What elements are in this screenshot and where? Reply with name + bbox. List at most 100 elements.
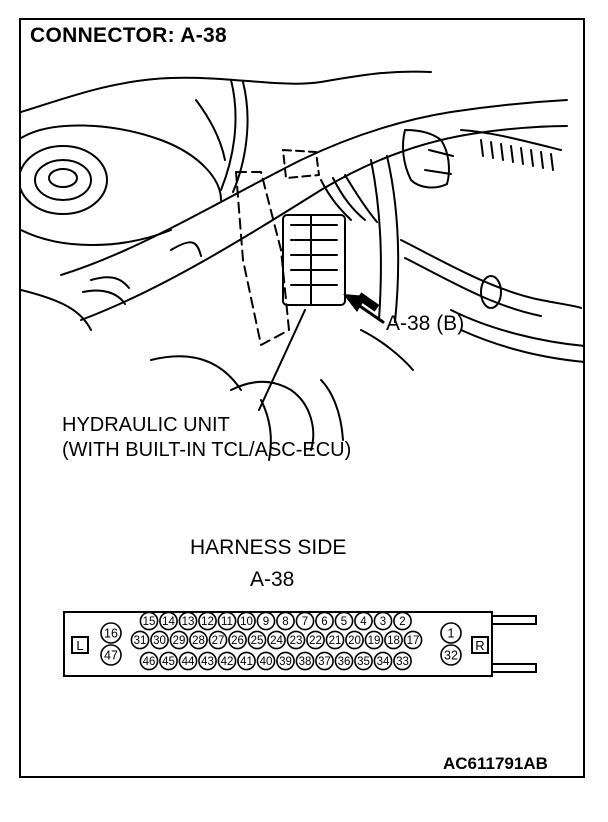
pin-circle bbox=[100, 622, 122, 644]
pin-22: 22 bbox=[306, 630, 325, 650]
pin-circle bbox=[198, 651, 217, 671]
pin-label: 10 bbox=[240, 616, 253, 628]
pin-circle bbox=[325, 630, 345, 650]
pin-6: 6 bbox=[315, 611, 334, 631]
pin-36: 36 bbox=[334, 651, 354, 671]
pin-circle bbox=[178, 651, 198, 671]
pin-17: 17 bbox=[403, 630, 423, 650]
pin-circle bbox=[440, 644, 462, 666]
pin-12: 12 bbox=[198, 611, 217, 631]
pin-label: 13 bbox=[182, 616, 195, 628]
pin-label: 7 bbox=[302, 616, 308, 628]
pin-circle bbox=[334, 651, 354, 671]
pin-34: 34 bbox=[373, 651, 393, 671]
pin-circle bbox=[169, 630, 189, 650]
connector-housing bbox=[63, 611, 493, 677]
side-l-text: L bbox=[76, 638, 83, 653]
pin-circle bbox=[373, 651, 393, 671]
pin-label: 11 bbox=[221, 616, 233, 628]
hydraulic-unit-label: HYDRAULIC UNIT (WITH BUILT-IN TCL/ASC-EC… bbox=[62, 413, 351, 463]
unit-label-line2: (WITH BUILT-IN TCL/ASC-ECU) bbox=[62, 439, 352, 461]
pin-label: 25 bbox=[251, 635, 264, 647]
pin-31: 31 bbox=[130, 630, 150, 650]
pin-19: 19 bbox=[364, 630, 384, 650]
pin-circle bbox=[237, 611, 256, 631]
pin-14: 14 bbox=[159, 611, 178, 631]
harness-connector-id: A-38 bbox=[250, 568, 295, 591]
pin-circle bbox=[276, 611, 295, 631]
pin-circle bbox=[384, 630, 403, 650]
hood-outline bbox=[21, 76, 322, 113]
pin-label: 42 bbox=[221, 656, 234, 668]
pin-label: 43 bbox=[201, 656, 214, 668]
pin-circle bbox=[373, 611, 393, 631]
pin-circle bbox=[364, 630, 384, 650]
right-connector-body bbox=[402, 129, 450, 189]
pin-circle bbox=[276, 651, 295, 671]
pin-label: 26 bbox=[231, 635, 244, 647]
pin-10: 10 bbox=[237, 611, 256, 631]
pin-16: 16 bbox=[100, 622, 122, 644]
pin-27: 27 bbox=[208, 630, 228, 650]
pin-8: 8 bbox=[276, 611, 295, 631]
pin-21: 21 bbox=[325, 630, 345, 650]
pin-45: 45 bbox=[159, 651, 178, 671]
pin-label: 9 bbox=[263, 616, 269, 628]
pin-circle bbox=[256, 651, 276, 671]
pin-33: 33 bbox=[393, 651, 412, 671]
connector-latch-bottom bbox=[492, 663, 537, 673]
pin-32: 32 bbox=[440, 644, 462, 666]
pin-15: 15 bbox=[139, 611, 159, 631]
pin-label: 2 bbox=[399, 616, 405, 628]
pin-label: 27 bbox=[212, 635, 225, 647]
pin-44: 44 bbox=[178, 651, 198, 671]
pin-label: 32 bbox=[444, 649, 458, 663]
pin-circle bbox=[208, 630, 228, 650]
pin-circle bbox=[334, 611, 354, 631]
pin-circle bbox=[237, 651, 256, 671]
pin-label: 37 bbox=[318, 656, 331, 668]
leader-line bbox=[258, 309, 306, 411]
pin-label: 22 bbox=[309, 635, 322, 647]
side-r-box bbox=[471, 636, 489, 654]
connector-latch-top bbox=[492, 615, 537, 625]
pin-label: 45 bbox=[162, 656, 175, 668]
pin-label: 29 bbox=[173, 635, 186, 647]
pin-4: 4 bbox=[354, 611, 373, 631]
pin-11: 11 bbox=[217, 611, 237, 631]
pin-7: 7 bbox=[295, 611, 315, 631]
pin-label: 4 bbox=[360, 616, 367, 628]
pin-circle bbox=[354, 611, 373, 631]
unit-label-line1: HYDRAULIC UNIT bbox=[62, 414, 230, 436]
pin-circle bbox=[228, 630, 247, 650]
pin-37: 37 bbox=[315, 651, 334, 671]
pin-28: 28 bbox=[189, 630, 208, 650]
pin-circle bbox=[315, 651, 334, 671]
pin-label: 23 bbox=[290, 635, 303, 647]
pin-47: 47 bbox=[100, 644, 122, 666]
pin-circle bbox=[150, 630, 169, 650]
pin-13: 13 bbox=[178, 611, 198, 631]
harness-side-label: HARNESS SIDE bbox=[190, 536, 347, 559]
side-l-box bbox=[71, 636, 89, 654]
pin-1: 1 bbox=[440, 622, 462, 644]
pin-label: 21 bbox=[329, 635, 342, 647]
pin-circle bbox=[159, 611, 178, 631]
pin-label: 44 bbox=[182, 656, 195, 668]
pin-label: 40 bbox=[260, 656, 273, 668]
pin-label: 19 bbox=[368, 635, 381, 647]
strut-tower bbox=[21, 124, 222, 201]
pin-circle bbox=[100, 644, 122, 666]
pin-label: 1 bbox=[448, 627, 455, 641]
pin-label: 18 bbox=[387, 635, 400, 647]
pin-24: 24 bbox=[267, 630, 286, 650]
pin-circle bbox=[130, 630, 150, 650]
main-hose bbox=[60, 99, 568, 276]
pin-circle bbox=[354, 651, 373, 671]
pin-29: 29 bbox=[169, 630, 189, 650]
pin-circle bbox=[295, 611, 315, 631]
pin-46: 46 bbox=[139, 651, 159, 671]
figure-code: AC611791AB bbox=[443, 754, 548, 773]
pin-label: 16 bbox=[104, 627, 118, 641]
